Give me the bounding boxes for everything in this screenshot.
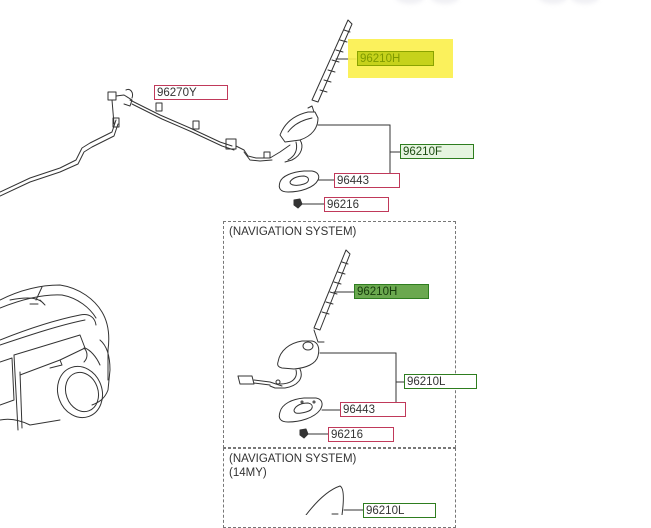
antenna-base-navigation	[237, 340, 406, 411]
nut-navigation	[299, 428, 329, 439]
navigation-14my-heading-line1: (NAVIGATION SYSTEM)	[229, 453, 357, 465]
callout-96210F[interactable]: 96210F	[400, 144, 474, 159]
antenna-base-main	[279, 105, 401, 181]
faded-background-shape	[395, 0, 425, 4]
callout-96210L-navigation-14my[interactable]: 96210L	[363, 503, 436, 518]
antenna-pole-main	[311, 19, 357, 103]
navigation-14my-group-heading: (NAVIGATION SYSTEM) (14MY)	[229, 452, 356, 480]
navigation-14my-heading-line2: (14MY)	[229, 467, 267, 479]
vehicle-illustration	[0, 284, 111, 431]
faded-background-shape	[570, 0, 600, 4]
callout-96270Y[interactable]: 96270Y	[154, 85, 228, 100]
callout-96443-main[interactable]: 96443	[334, 173, 400, 188]
callout-96216-main[interactable]: 96216	[324, 197, 389, 212]
antenna-feeder-cable	[0, 89, 291, 197]
faded-background-shape	[430, 0, 460, 4]
gasket-navigation	[278, 397, 397, 423]
faded-background-shape	[538, 0, 568, 4]
callout-96210L-navigation[interactable]: 96210L	[404, 374, 477, 389]
callout-96210H-main[interactable]: 96210H	[357, 51, 434, 66]
navigation-group-heading: (NAVIGATION SYSTEM)	[229, 226, 357, 238]
callout-96210H-navigation[interactable]: 96210H	[354, 284, 429, 299]
nut-main	[293, 198, 325, 209]
callout-96216-navigation[interactable]: 96216	[328, 427, 394, 442]
callout-96443-navigation[interactable]: 96443	[340, 402, 406, 417]
parts-diagram-canvas	[0, 19, 406, 515]
navigation-system-group	[223, 221, 456, 448]
antenna-pole-navigation	[313, 249, 355, 343]
antenna-base-navigation-14my	[305, 485, 365, 515]
